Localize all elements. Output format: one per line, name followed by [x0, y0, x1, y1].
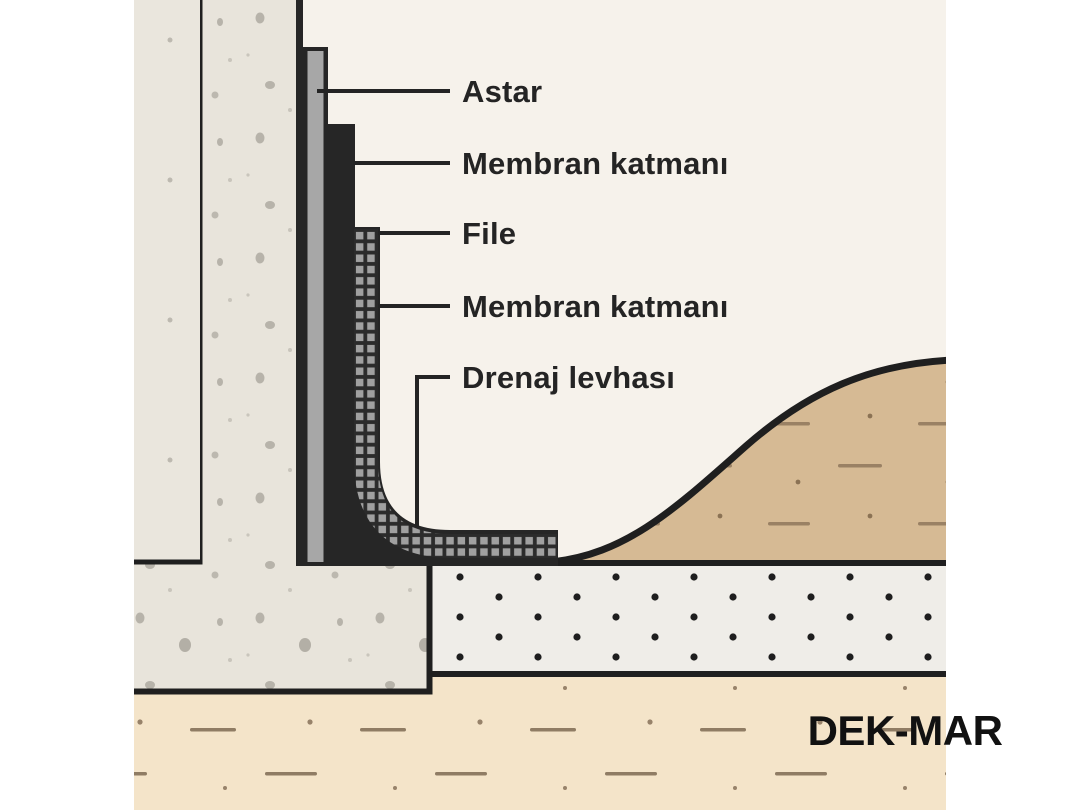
label-file: File [462, 216, 516, 251]
backfill-soil-mound [552, 362, 946, 566]
label-membrane-1: Membran katmanı [462, 146, 729, 181]
backfill-outline [551, 356, 946, 566]
foundation-wall [202, 0, 300, 570]
foundation-footing [134, 561, 430, 694]
footing-outline [134, 560, 433, 695]
label-membrane-2: Membran katmanı [462, 289, 729, 324]
label-astar: Astar [462, 74, 542, 109]
primer-layer [307, 51, 324, 562]
mesh-layer [354, 229, 557, 558]
label-drainage: Drenaj levhası [462, 360, 675, 395]
adjacent-wall-section [134, 0, 205, 565]
leader-line-drainage [415, 375, 450, 528]
gravel-drainage-layer [426, 560, 946, 677]
brand-logo: DEK-MAR [808, 707, 1003, 754]
